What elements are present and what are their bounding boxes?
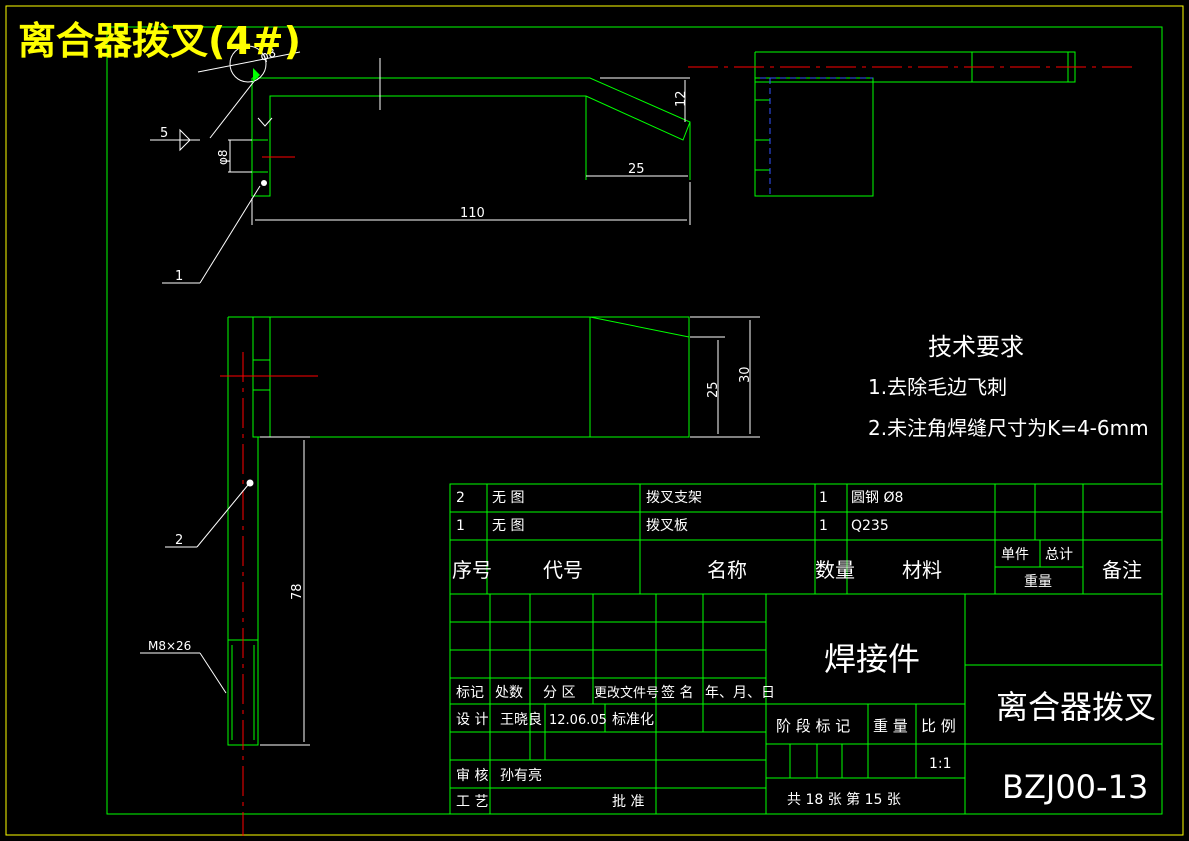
dim-m8: M8×26 bbox=[148, 639, 191, 653]
front-view-dims bbox=[140, 316, 760, 746]
tb-label-zone: 分 区 bbox=[543, 685, 575, 701]
tech-item-1: 1.去除毛边飞刺 bbox=[868, 375, 1007, 399]
callout-2: 2 bbox=[175, 533, 183, 548]
bom-row-1-material: Q235 bbox=[851, 518, 889, 534]
bom-header-seq: 序号 bbox=[452, 558, 492, 582]
callout-1: 1 bbox=[175, 269, 183, 284]
arrow-mark bbox=[253, 68, 260, 82]
tb-sheets: 共 18 张 第 15 张 bbox=[787, 791, 901, 808]
tb-label-weight: 重 量 bbox=[873, 717, 908, 735]
dim-12: 12 bbox=[674, 90, 689, 107]
bom-header-code: 代号 bbox=[543, 558, 583, 582]
tb-scale: 1:1 bbox=[929, 756, 952, 772]
tb-label-design: 设 计 bbox=[456, 712, 488, 728]
tb-drawing-no: BZJ00-13 bbox=[1002, 768, 1148, 806]
tb-label-date: 年、月、日 bbox=[705, 685, 775, 701]
outer-border bbox=[5, 5, 1184, 836]
bom-header-weight: 重量 bbox=[1024, 574, 1052, 590]
dim-phi8-top: φ8 bbox=[258, 45, 277, 63]
bom-row-1-code: 无 图 bbox=[492, 518, 524, 534]
bom-header-total: 总计 bbox=[1045, 547, 1073, 563]
bom-header-single: 单件 bbox=[1001, 547, 1029, 563]
tb-label-stage: 阶 段 标 记 bbox=[776, 717, 850, 735]
callout-5: 5 bbox=[160, 126, 168, 141]
tb-label-scale: 比 例 bbox=[921, 717, 956, 735]
dim-78: 78 bbox=[290, 583, 305, 600]
bom-row-2-material: 圆钢 Ø8 bbox=[851, 490, 903, 506]
titleblock-grid bbox=[449, 593, 1163, 815]
bom-header-remark: 备注 bbox=[1102, 558, 1142, 582]
bom-header-qty: 数量 bbox=[815, 558, 855, 582]
dim-phi8-left: φ8 bbox=[216, 149, 230, 165]
tb-reviewer: 孙有亮 bbox=[500, 767, 542, 784]
dim-110: 110 bbox=[460, 206, 485, 221]
leader-dot-2 bbox=[246, 479, 254, 487]
tb-label-count: 处数 bbox=[495, 685, 523, 701]
tb-label-docno: 更改文件号 bbox=[594, 686, 659, 701]
side-view-hidden bbox=[760, 77, 873, 196]
tb-label-mark: 标记 bbox=[456, 685, 484, 701]
bom-row-2-seq: 2 bbox=[456, 490, 465, 506]
tb-designer: 王晓良 bbox=[500, 712, 542, 728]
top-view bbox=[251, 77, 691, 197]
bom-header-name: 名称 bbox=[707, 558, 747, 582]
bom-row-1-seq: 1 bbox=[456, 518, 465, 534]
bom-row-2-name: 拨叉支架 bbox=[646, 490, 702, 506]
tb-label-process: 工 艺 bbox=[456, 794, 488, 810]
bom-header-material: 材料 bbox=[902, 558, 942, 582]
tb-label-review: 审 核 bbox=[456, 768, 488, 784]
top-view-dims bbox=[150, 45, 691, 284]
tb-part-name: 离合器拨叉 bbox=[996, 688, 1156, 726]
tech-title: 技术要求 bbox=[928, 333, 1024, 361]
tb-label-sign: 签 名 bbox=[661, 684, 693, 701]
bom-row-1-qty: 1 bbox=[819, 518, 828, 534]
page-title: 离合器拨叉(4#) bbox=[18, 19, 301, 63]
dim-25-top: 25 bbox=[628, 162, 645, 177]
tech-item-2: 2.未注角焊缝尺寸为K=4-6mm bbox=[868, 416, 1149, 440]
dim-30: 30 bbox=[738, 366, 753, 383]
dim-25-side: 25 bbox=[706, 381, 721, 398]
tb-type: 焊接件 bbox=[824, 640, 920, 678]
bom-grid bbox=[449, 483, 1163, 595]
tb-label-std: 标准化 bbox=[612, 712, 654, 728]
bom-row-1-name: 拨叉板 bbox=[646, 518, 688, 534]
tb-design-date: 12.06.05 bbox=[549, 713, 607, 728]
tb-label-approve: 批 准 bbox=[612, 794, 644, 810]
bom-row-2-code: 无 图 bbox=[492, 490, 524, 506]
leader-dot-1 bbox=[261, 180, 267, 186]
bom-row-2-qty: 1 bbox=[819, 490, 828, 506]
side-view bbox=[754, 51, 1076, 197]
